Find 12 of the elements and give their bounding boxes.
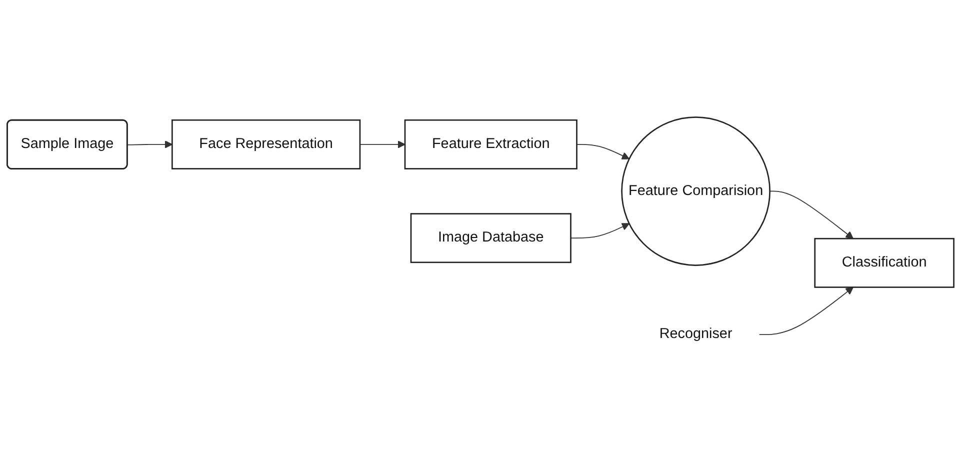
node-box: Classification bbox=[814, 238, 954, 288]
arrow bbox=[758, 286, 854, 335]
arrow bbox=[360, 140, 406, 148]
arrow bbox=[769, 190, 854, 239]
node-box: Feature Extraction bbox=[404, 119, 578, 170]
node-box: Image Database bbox=[410, 213, 572, 263]
node-circle: Feature Comparision bbox=[621, 116, 771, 266]
arrow bbox=[576, 144, 630, 160]
node-text: Recogniser bbox=[659, 326, 732, 342]
arrow bbox=[570, 223, 630, 238]
node-box: Face Representation bbox=[171, 119, 361, 170]
arrow bbox=[127, 140, 173, 148]
